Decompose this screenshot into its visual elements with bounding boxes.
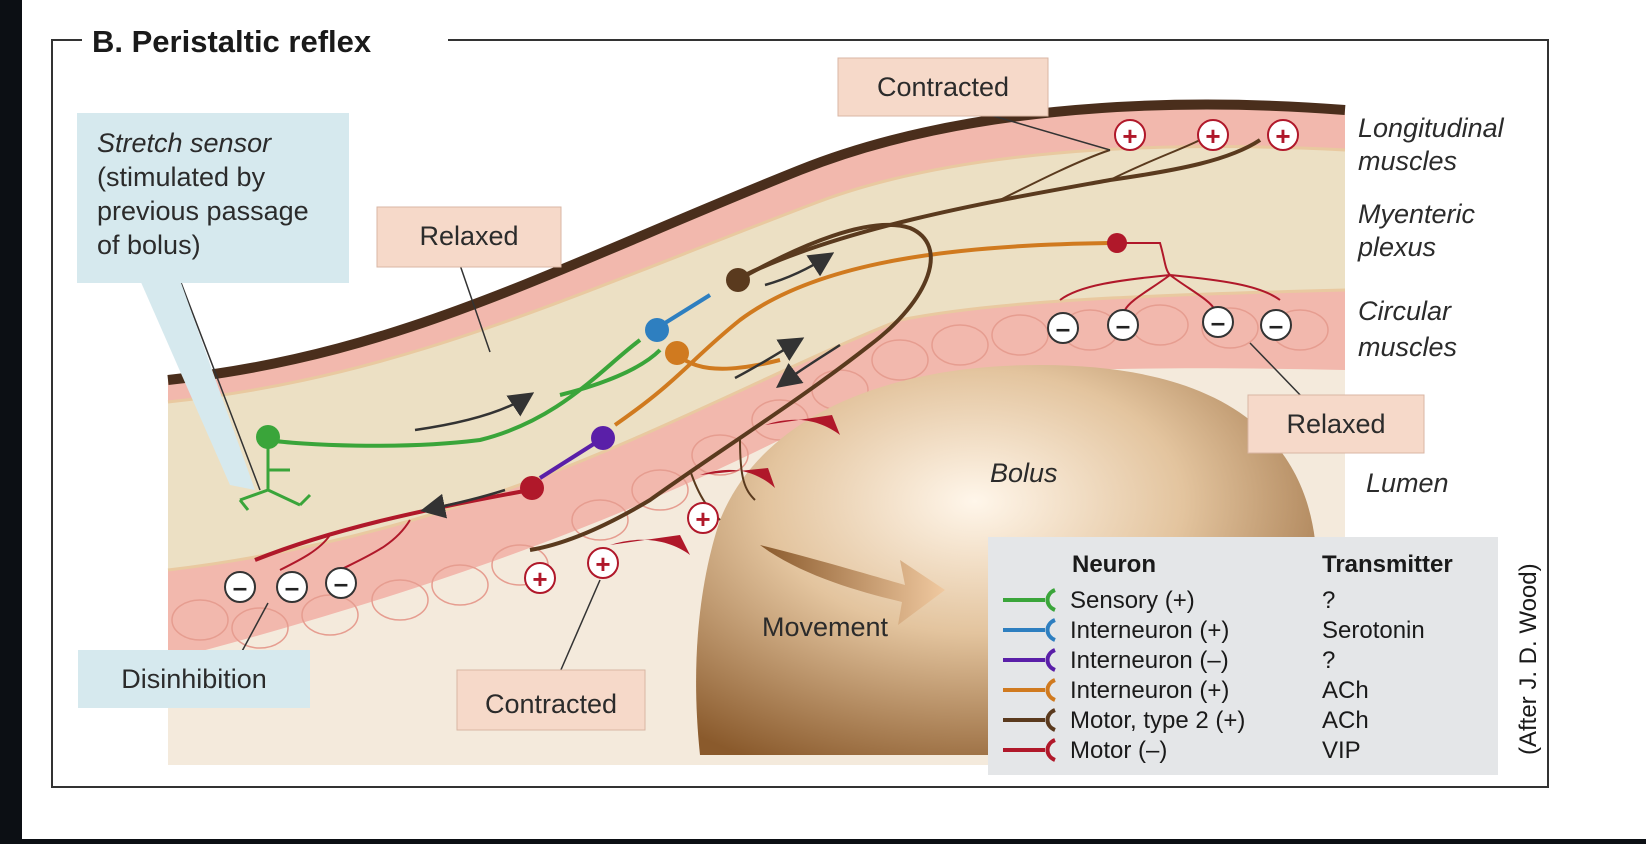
svg-text:Disinhibition: Disinhibition [121,664,267,694]
svg-text:Longitudinal: Longitudinal [1358,113,1505,143]
svg-text:+: + [1122,121,1137,151]
svg-text:+: + [532,564,547,594]
svg-text:+: + [1275,121,1290,151]
svg-text:–: – [1211,307,1225,337]
svg-text:–: – [1056,313,1070,343]
svg-text:muscles: muscles [1358,332,1457,362]
svg-text:muscles: muscles [1358,146,1457,176]
svg-text:(stimulated by: (stimulated by [97,162,266,192]
figure-title: B. Peristaltic reflex [92,24,372,59]
legend-transmitter-label: VIP [1322,737,1361,764]
minus-symbol: – [1261,310,1291,340]
legend-transmitter-label: ? [1322,587,1335,614]
plus-symbol: + [1115,120,1145,151]
svg-text:Myenteric: Myenteric [1358,199,1476,229]
svg-text:–: – [334,568,348,598]
legend-neuron-label: Interneuron (–) [1070,647,1229,674]
svg-text:–: – [285,572,299,602]
minus-symbol: – [277,572,307,602]
svg-text:+: + [1205,121,1220,151]
svg-text:Circular: Circular [1358,296,1452,326]
svg-text:Stretch sensor: Stretch sensor [97,128,272,158]
svg-text:plexus: plexus [1357,232,1436,262]
bolus-label: Bolus [990,458,1058,488]
legend-transmitter-label: Serotonin [1322,617,1425,644]
legend-neuron-label: Motor (–) [1070,737,1167,764]
svg-text:Relaxed: Relaxed [419,221,518,251]
legend-neuron-label: Sensory (+) [1070,587,1195,614]
minus-symbol: – [225,572,255,602]
legend-transmitter-header: Transmitter [1322,551,1453,578]
svg-text:–: – [1116,310,1130,340]
minus-symbol: – [1108,310,1138,340]
svg-text:previous passage: previous passage [97,196,309,226]
credit-text: (After J. D. Wood) [1515,563,1542,755]
minus-symbol: – [1048,313,1078,343]
legend-neuron-label: Motor, type 2 (+) [1070,707,1245,734]
plus-symbol: + [688,503,718,534]
legend: Neuron Transmitter Sensory (+)? Interneur… [988,537,1498,775]
plus-symbol: + [525,563,555,594]
legend-neuron-label: Interneuron (+) [1070,617,1229,644]
svg-text:Relaxed: Relaxed [1286,409,1385,439]
legend-transmitter-label: ACh [1322,707,1369,734]
plus-symbol: + [588,548,618,579]
svg-text:–: – [233,572,247,602]
svg-text:Contracted: Contracted [485,689,617,719]
legend-transmitter-label: ? [1322,647,1335,674]
legend-transmitter-label: ACh [1322,677,1369,704]
minus-symbol: – [1203,307,1233,337]
left-edge-strip [0,0,22,839]
minus-symbol: – [326,568,356,598]
legend-neuron-header: Neuron [1072,551,1156,578]
plus-symbol: + [1198,120,1228,151]
svg-text:–: – [1269,310,1283,340]
legend-neuron-label: Interneuron (+) [1070,677,1229,704]
svg-text:+: + [595,549,610,579]
svg-text:Contracted: Contracted [877,72,1009,102]
movement-label: Movement [762,612,889,642]
svg-text:+: + [695,504,710,534]
svg-text:Lumen: Lumen [1366,468,1449,498]
svg-text:of bolus): of bolus) [97,230,201,260]
plus-symbol: + [1268,120,1298,151]
